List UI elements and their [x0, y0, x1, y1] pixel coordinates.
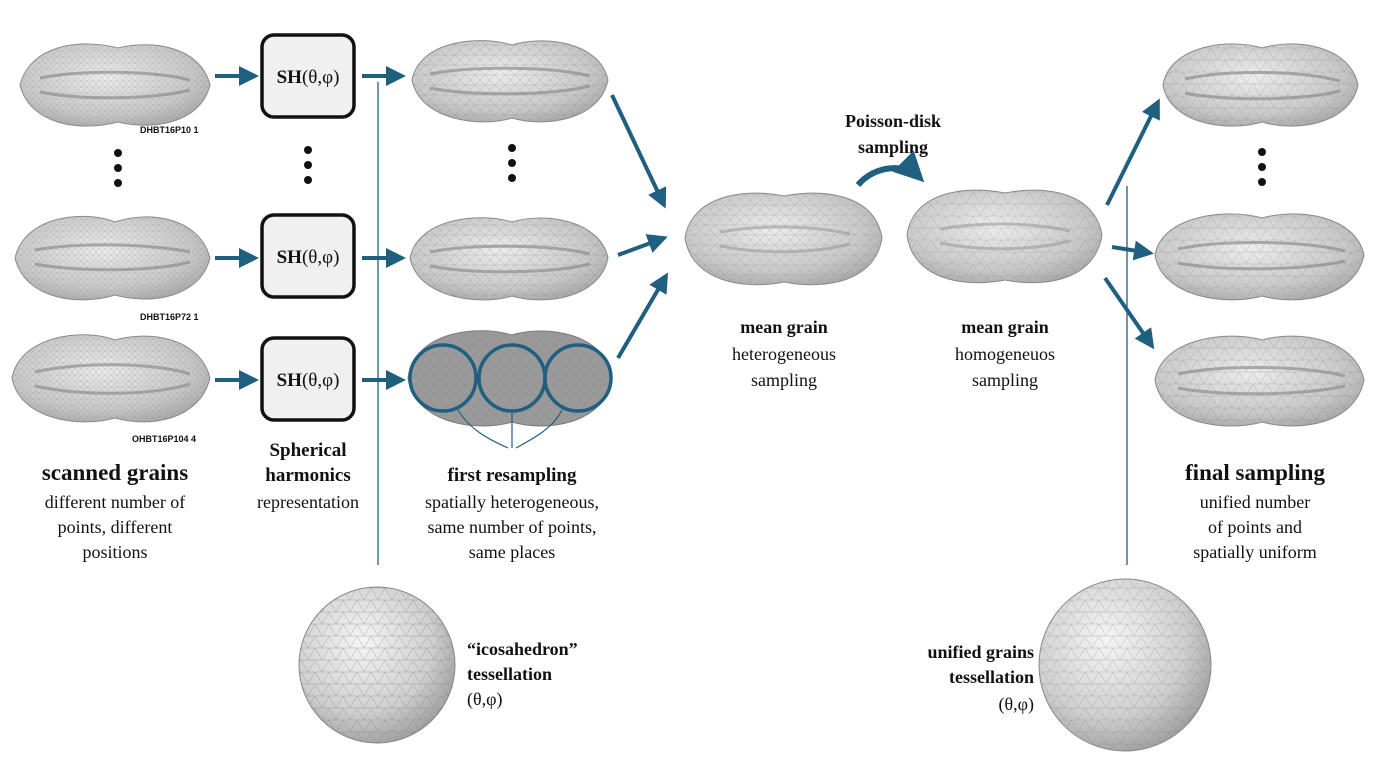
sh-label-args-2: (θ,φ)	[302, 247, 339, 268]
icosahedron-sphere	[298, 586, 456, 744]
final-title: final sampling	[1185, 460, 1325, 485]
sh-title-2: harmonics	[265, 465, 351, 486]
scanned-desc-2: points, different	[58, 517, 173, 537]
unified-sphere	[1038, 578, 1212, 752]
sh-desc: representation	[257, 492, 359, 512]
poisson-curved-arrow	[855, 150, 925, 188]
scanned-title: scanned grains	[42, 460, 188, 485]
mean-hom-desc-1: homogeneuos	[955, 344, 1055, 364]
unified-coords: (θ,φ)	[999, 694, 1035, 715]
mean-het-title: mean grain	[740, 317, 828, 337]
vertical-dots-3	[508, 144, 516, 182]
icosa-title-2: tessellation	[467, 664, 552, 684]
sh-box-3: SH(θ,φ)	[260, 336, 356, 422]
mean-grain-heterogeneous	[684, 192, 883, 286]
final-grain-2	[1154, 213, 1365, 301]
sh-label-prefix-1: SH	[277, 67, 303, 88]
poisson-label-2: sampling	[858, 137, 928, 157]
mean-het-desc-2: sampling	[751, 370, 817, 390]
first-desc-1: spatially heterogeneous,	[425, 492, 599, 512]
scanned-desc-3: positions	[82, 542, 147, 562]
sh-label-args-3: (θ,φ)	[302, 370, 339, 391]
icosa-coords: (θ,φ)	[467, 689, 503, 710]
scanned-grain-id-1: DHBT16P10 1	[140, 125, 199, 135]
final-desc-3: spatially uniform	[1193, 542, 1316, 562]
first-resample-grain-3	[407, 330, 613, 449]
arrow-mean-final-1	[1105, 98, 1160, 206]
icosa-title-1: “icosahedron”	[467, 639, 578, 659]
unified-title-1: unified grains	[927, 642, 1034, 662]
scanned-grain-id-3: OHBT16P104 4	[132, 434, 196, 444]
mean-grain-homogeneous	[906, 189, 1103, 284]
final-desc-1: unified number	[1200, 492, 1310, 512]
arrow-first-mean-3	[616, 272, 669, 360]
first-title: first resampling	[448, 465, 577, 486]
first-resample-grain-2	[409, 217, 609, 301]
svg-text:SH(θ,φ): SH(θ,φ)	[277, 247, 340, 268]
sh-label-args-1: (θ,φ)	[302, 67, 339, 88]
highlight-circle-left	[408, 343, 478, 413]
scanned-grain-1	[19, 43, 211, 127]
svg-text:SH(θ,φ): SH(θ,φ)	[277, 67, 340, 88]
first-desc-2: same number of points,	[428, 517, 597, 537]
sh-box-1: SH(θ,φ)	[260, 33, 356, 119]
poisson-label-1: Poisson-disk	[845, 111, 941, 131]
vertical-dots-4	[1258, 148, 1266, 186]
first-desc-3: same places	[469, 542, 555, 562]
mean-het-desc-1: heterogeneous	[732, 344, 836, 364]
scanned-grain-2	[14, 215, 211, 301]
sh-label-prefix-3: SH	[277, 370, 303, 391]
mean-hom-title: mean grain	[961, 317, 1049, 337]
scanned-desc-1: different number of	[45, 492, 186, 512]
final-grain-1	[1162, 43, 1359, 127]
sh-title-1: Spherical	[269, 440, 346, 461]
unified-title-2: tessellation	[949, 667, 1034, 687]
mean-hom-desc-2: sampling	[972, 370, 1038, 390]
sh-label-prefix-2: SH	[277, 247, 303, 268]
scanned-grain-id-2: DHBT16P72 1	[140, 312, 199, 322]
first-resample-grain-1	[411, 40, 609, 123]
vertical-dots-2	[304, 146, 312, 184]
final-grain-3	[1154, 335, 1365, 427]
final-desc-2: of points and	[1208, 517, 1302, 537]
arrow-first-mean-1	[610, 94, 667, 209]
arrow-mean-final-2	[1111, 240, 1154, 261]
scanned-grain-3	[11, 334, 211, 423]
arrow-first-mean-2	[617, 234, 668, 257]
svg-text:SH(θ,φ): SH(θ,φ)	[277, 370, 340, 391]
highlight-circle-right	[543, 343, 613, 413]
sh-box-2: SH(θ,φ)	[260, 213, 356, 299]
vertical-dots-1	[114, 149, 122, 187]
arrow-mean-final-3	[1103, 276, 1155, 350]
